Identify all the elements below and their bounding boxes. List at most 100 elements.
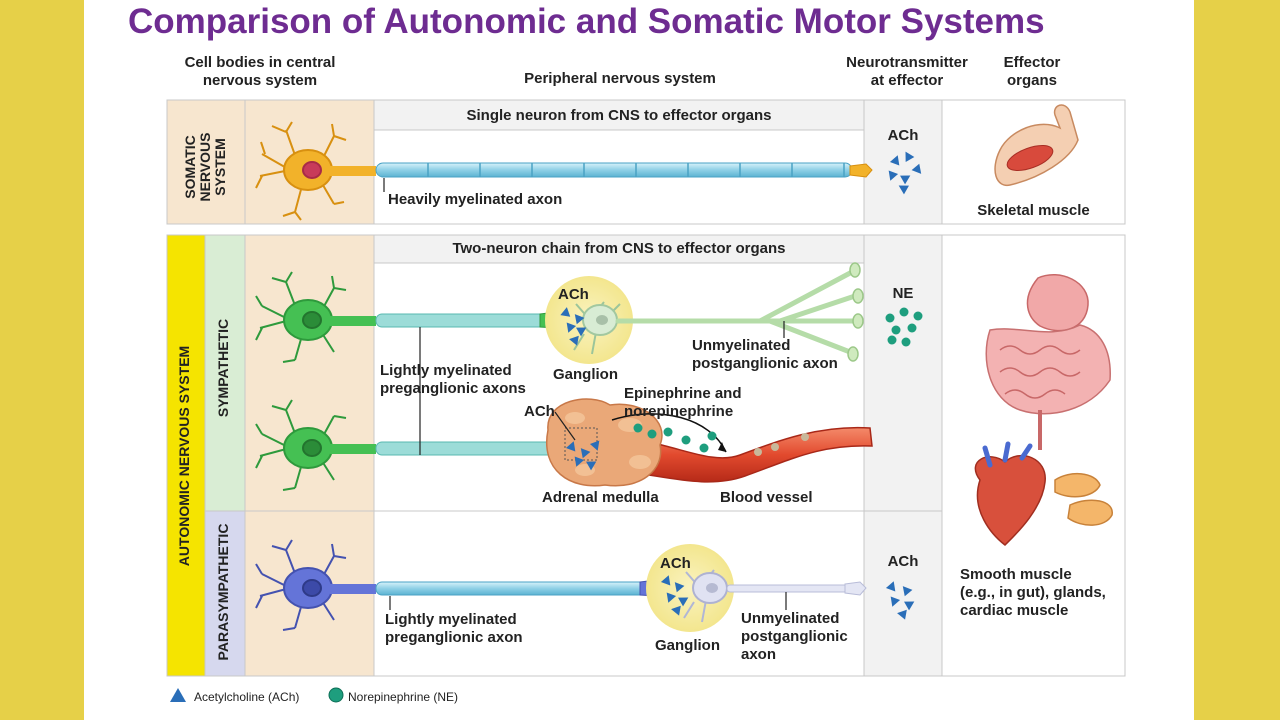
smooth-muscle-label: Smooth muscle (e.g., in gut), glands, ca… bbox=[960, 566, 1106, 620]
sympathetic-preganglionic-axon bbox=[375, 311, 561, 329]
adrenal-medulla-label: Adrenal medulla bbox=[542, 489, 659, 506]
sympathetic-neuron-1 bbox=[255, 271, 376, 363]
ne-molecule-icon bbox=[899, 307, 909, 317]
ach-molecule-icon bbox=[666, 592, 677, 603]
header-cell-bodies-line-2: nervous system bbox=[202, 72, 318, 89]
glands bbox=[1054, 473, 1113, 526]
ne-molecule-icon bbox=[663, 427, 673, 437]
epinephrine-label: Epinephrine and norepinephrine bbox=[624, 385, 742, 421]
adrenal-ach-label: ACh bbox=[524, 403, 555, 420]
parasympathetic-ganglion-ach: ACh bbox=[660, 555, 691, 572]
sympathetic-ganglion-label: Ganglion bbox=[553, 366, 618, 383]
ach-molecule-icon bbox=[574, 456, 585, 467]
effector-line-3: cardiac muscle bbox=[960, 602, 1069, 619]
somatic-axon-label: Heavily myelinated axon bbox=[388, 191, 563, 208]
autonomic-subheader-cell bbox=[373, 234, 865, 264]
legend-ach-icon bbox=[170, 688, 186, 702]
parasympathetic-postganglionic-axon bbox=[726, 581, 867, 596]
gut-stomach bbox=[985, 273, 1111, 450]
legend-ach-label: Acetylcholine (ACh) bbox=[194, 690, 300, 704]
symp-pre-line-1: Lightly myelinated bbox=[380, 362, 512, 379]
neurotransmitter-glyphs bbox=[560, 151, 923, 620]
ach-molecule-icon bbox=[885, 581, 896, 592]
somatic-label-line-1: SOMATIC bbox=[182, 135, 198, 199]
somatic-label-line-2: NERVOUS bbox=[197, 132, 213, 202]
sympathetic-ganglion bbox=[545, 276, 633, 364]
effector-line-2: (e.g., in gut), glands, bbox=[960, 584, 1106, 601]
ne-molecule-icon bbox=[907, 323, 917, 333]
ach-molecule-icon bbox=[898, 185, 909, 195]
ach-molecule-icon bbox=[900, 175, 911, 185]
legend-ne-icon bbox=[328, 687, 344, 703]
effector-line-1: Smooth muscle bbox=[960, 566, 1072, 583]
heart bbox=[974, 441, 1046, 546]
ach-molecule-icon bbox=[911, 163, 922, 174]
ach-molecule-icon bbox=[889, 155, 900, 166]
ach-molecule-icon bbox=[671, 605, 681, 616]
ach-molecule-icon bbox=[904, 601, 915, 611]
para-pre-line-2: preganglionic axon bbox=[385, 629, 523, 646]
ach-molecule-icon bbox=[902, 586, 913, 597]
para-post-line-2: postganglionic bbox=[741, 628, 848, 645]
somatic-axon bbox=[375, 162, 873, 178]
somatic-neuron bbox=[255, 121, 376, 221]
somatic-label-line-3: SYSTEM bbox=[212, 138, 228, 196]
somatic-effector-label: Skeletal muscle bbox=[977, 202, 1090, 219]
legend-ne-label: Norepinephrine (NE) bbox=[348, 690, 459, 704]
parasympathetic-postganglionic-label: Unmyelinated postganglionic axon bbox=[741, 610, 848, 664]
skeletal-muscle-arm bbox=[994, 104, 1079, 186]
para-post-line-3: axon bbox=[741, 646, 777, 663]
ach-molecule-icon bbox=[576, 327, 587, 337]
ne-molecule-icon bbox=[891, 325, 901, 335]
para-post-line-1: Unmyelinated bbox=[741, 610, 840, 627]
parasympathetic-preganglionic-label: Lightly myelinated preganglionic axon bbox=[385, 611, 523, 647]
somatic-nt-label: ACh bbox=[887, 127, 919, 144]
header-cell-bodies-line-1: Cell bodies in central bbox=[184, 54, 336, 71]
sympathetic-band bbox=[204, 234, 246, 512]
sympathetic-nt-label: NE bbox=[892, 285, 914, 302]
blood-vessel-label: Blood vessel bbox=[720, 489, 813, 506]
parasympathetic-nt-label: ACh bbox=[887, 553, 919, 570]
ach-molecule-icon bbox=[574, 314, 585, 325]
epi-line-1: Epinephrine and bbox=[624, 385, 742, 402]
autonomic-band bbox=[166, 234, 206, 677]
sympathetic-terminals bbox=[847, 262, 864, 362]
ach-molecule-icon bbox=[560, 307, 571, 317]
epi-line-2: norepinephrine bbox=[624, 403, 734, 420]
adrenal-medulla bbox=[545, 398, 727, 487]
header-cell-bodies: Cell bodies in central nervous system bbox=[160, 54, 360, 90]
ach-molecule-icon bbox=[897, 609, 907, 620]
parasympathetic-neuron bbox=[255, 539, 376, 631]
blood-vessel bbox=[599, 426, 873, 483]
symp-post-line-2: postganglionic axon bbox=[692, 355, 838, 372]
parasympathetic-label: PARASYMPATHETIC bbox=[215, 523, 231, 661]
ne-molecule-icon bbox=[913, 311, 923, 321]
symp-post-line-1: Unmyelinated bbox=[692, 337, 791, 354]
header-effector-line-2: organs bbox=[1006, 72, 1057, 89]
ach-molecule-icon bbox=[674, 582, 685, 593]
autonomic-row-label: AUTONOMIC NERVOUS SYSTEM bbox=[176, 345, 192, 567]
ach-molecule-icon bbox=[905, 151, 915, 162]
page-title: Comparison of Autonomic and Somatic Moto… bbox=[128, 2, 1045, 41]
sympathetic-preganglionic-label: Lightly myelinated preganglionic axons bbox=[380, 362, 526, 398]
somatic-subheader-cell bbox=[373, 99, 865, 131]
ne-molecule-icon bbox=[699, 443, 709, 453]
somatic-label-cell bbox=[166, 99, 246, 225]
somatic-row bbox=[166, 99, 1126, 225]
parasympathetic-band bbox=[204, 510, 246, 677]
ach-molecule-icon bbox=[565, 441, 576, 452]
ach-molecule-icon bbox=[566, 322, 577, 333]
header-effector-line-1: Effector bbox=[1003, 54, 1061, 71]
sympathetic-ganglion-ach: ACh bbox=[558, 286, 589, 303]
ne-molecule-icon bbox=[885, 313, 895, 323]
header-effector: Effector organs bbox=[990, 54, 1074, 90]
ach-molecule-icon bbox=[660, 575, 671, 586]
somatic-nt-cell bbox=[863, 99, 943, 225]
parasympathetic-ganglion bbox=[646, 544, 734, 632]
ne-molecule-icon bbox=[647, 429, 657, 439]
parasympathetic-preganglionic-axon bbox=[375, 579, 661, 597]
somatic-subheader: Single neuron from CNS to effector organ… bbox=[466, 107, 772, 124]
header-nt-line-1: Neurotransmitter bbox=[846, 54, 968, 71]
ne-molecule-icon bbox=[633, 423, 643, 433]
